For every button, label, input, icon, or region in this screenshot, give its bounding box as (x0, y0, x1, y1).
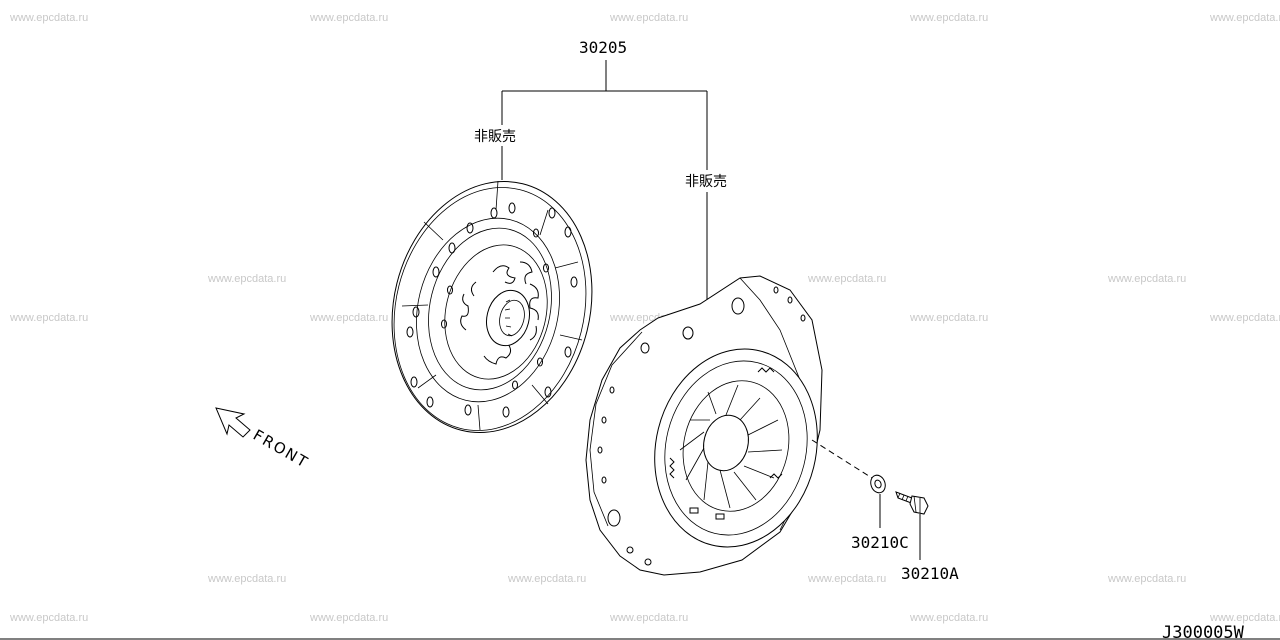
watermark: www.epcdata.ru (1107, 273, 1186, 285)
bolt-part-number[interactable]: 30210A (901, 564, 959, 583)
watermark: www.epcdata.ru (9, 312, 88, 324)
clutch-disc[interactable] (366, 160, 618, 454)
watermark: www.epcdata.ru (807, 573, 886, 585)
front-arrow-icon (215, 407, 251, 438)
watermark: www.epcdata.ru (1107, 573, 1186, 585)
diaphragm-fingers (679, 384, 783, 509)
assembly-bracket-lines (501, 60, 708, 170)
retainer-spring (669, 457, 675, 479)
watermark: www.epcdata.ru (507, 573, 586, 585)
cover-tab (689, 507, 699, 514)
watermark: www.epcdata.ru (1209, 12, 1280, 24)
assembly-part-number[interactable]: 30205 (579, 38, 627, 57)
watermark: www.epcdata.ru (807, 273, 886, 285)
not-sold-label-disc: 非販売 (474, 129, 516, 145)
damper-springs (460, 261, 539, 365)
retainer-spring (769, 473, 783, 479)
watermark: www.epcdata.ru (609, 12, 688, 24)
diagram-code: J300005W (1162, 623, 1245, 640)
assembly-callout: 30205 非販売 非販売 (474, 38, 727, 305)
watermark: www.epcdata.ru (1209, 312, 1280, 324)
disc-rivets (406, 202, 578, 418)
watermark: www.epcdata.ru (909, 312, 988, 324)
watermark: www.epcdata.ru (1209, 612, 1280, 624)
watermark: www.epcdata.ru (9, 12, 88, 24)
watermark: www.epcdata.ru (909, 12, 988, 24)
not-sold-label-cover: 非販売 (685, 174, 727, 190)
watermark: www.epcdata.ru (309, 612, 388, 624)
watermark: www.epcdata.ru (9, 612, 88, 624)
diaphragm-spring (682, 380, 790, 512)
clutch-cover[interactable] (585, 275, 838, 576)
cover-tab (715, 513, 725, 520)
alignment-line (811, 439, 873, 479)
watermark: www.epcdata.ru (609, 612, 688, 624)
watermark: www.epcdata.ru (309, 12, 388, 24)
retainer-spring (757, 367, 775, 373)
bolt[interactable] (895, 491, 929, 515)
watermark: www.epcdata.ru (309, 312, 388, 324)
watermark: www.epcdata.ru (207, 573, 286, 585)
cover-bolt-holes (597, 286, 806, 566)
watermark: www.epcdata.ru (207, 273, 286, 285)
watermark: www.epcdata.ru (909, 612, 988, 624)
front-label: FRONT (250, 426, 312, 472)
washer-part-number[interactable]: 30210C (851, 533, 909, 552)
washer[interactable] (868, 473, 887, 495)
diaphragm-center (703, 414, 749, 472)
